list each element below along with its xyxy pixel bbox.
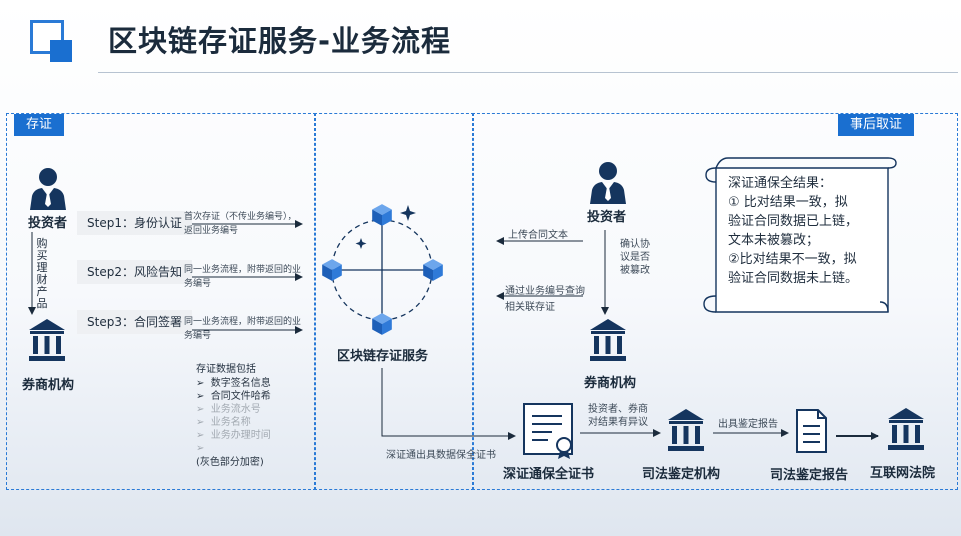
blockchain-service-label: 区块链存证服务 [337,349,429,364]
sparkle-small-icon [355,238,367,249]
upload-contract-label: 上传合同文本 [508,230,568,241]
section-tag-deposit: 存证 [14,114,65,136]
list-item: ➢ 合同文件哈希 [196,391,271,402]
block-node-right-icon [423,259,443,281]
center-panel [314,113,474,490]
result-scroll [703,157,897,313]
title-logo-outline [30,20,64,54]
title-divider [98,72,958,73]
court-label: 互联网法院 [870,466,936,481]
encryption-note: (灰色部分加密) [196,457,264,468]
judicial-bank-icon [668,409,704,451]
issue-certificate-arrow [381,368,516,440]
deposit-data-heading: 存证数据包括 [196,364,256,375]
list-item: ➢ 业务办理时间 [196,430,271,441]
left-panel [6,113,316,490]
right-panel [472,113,958,490]
sparkle-icon [400,205,416,221]
right-investor-label: 投资者 [587,210,627,225]
report-document-icon [796,409,827,453]
block-node-bottom-icon [372,313,392,335]
title-logo-square [50,40,72,62]
dispute-label: 投资者、券商 对结果有异议 [588,404,648,428]
section-tag-evidence: 事后取证 [838,114,915,136]
step2-description: 同一业务流程，附带返回的业 务编号 [184,265,302,289]
investor-person-icon [30,168,66,210]
confirm-label: 确认协 议是否 被篡改 [620,239,650,276]
list-item: ➢ 数字签名信息 [196,378,271,389]
step3-description: 同一业务流程，附带返回的业 务编号 [184,317,302,341]
block-node-top-icon [372,204,392,226]
step1-button: Step1：身份认证 [77,211,192,235]
step1-description: 首次存证（不传业务编号）， 返回业务编号 [184,212,297,236]
list-item: ➢ 业务流水号 [196,404,261,415]
investor-label: 投资者 [28,216,68,231]
deposit-data-list: 存证数据包括 ➢ 数字签名信息 ➢ 合同文件哈希 ➢ 业务流水号 ➢ 业务名称 … [196,363,271,469]
block-node-left-icon [322,259,342,281]
page-title: 区块链存证服务-业务流程 [108,24,452,58]
court-bank-icon [888,408,924,450]
certificate-icon [523,403,573,459]
issue-certificate-label: 深证通出具数据保全证书 [386,450,496,461]
right-broker-label: 券商机构 [584,376,637,391]
buy-product-label: 购 买 理 财 产 品 [36,237,48,310]
judicial-label: 司法鉴定机构 [642,467,721,482]
step2-button: Step2：风险告知 [77,260,192,284]
issue-report-label: 出具鉴定报告 [718,419,778,430]
right-investor-person-icon [590,162,626,204]
query-label: 通过业务编号查询 相关联存证 [505,286,585,313]
result-scroll-text: 深证通保全结果： ① 比对结果一致，拟 验证合同数据已上链， 文本未被篡改； ②… [728,176,859,286]
report-label: 司法鉴定报告 [770,468,849,483]
list-item: ➢ [196,443,211,454]
right-broker-bank-icon [590,319,626,361]
broker-label: 券商机构 [22,378,75,393]
step3-button: Step3：合同签署 [77,310,192,334]
certificate-label: 深证通保全证书 [503,467,595,482]
list-item: ➢ 业务名称 [196,417,251,428]
broker-bank-icon [29,319,65,361]
